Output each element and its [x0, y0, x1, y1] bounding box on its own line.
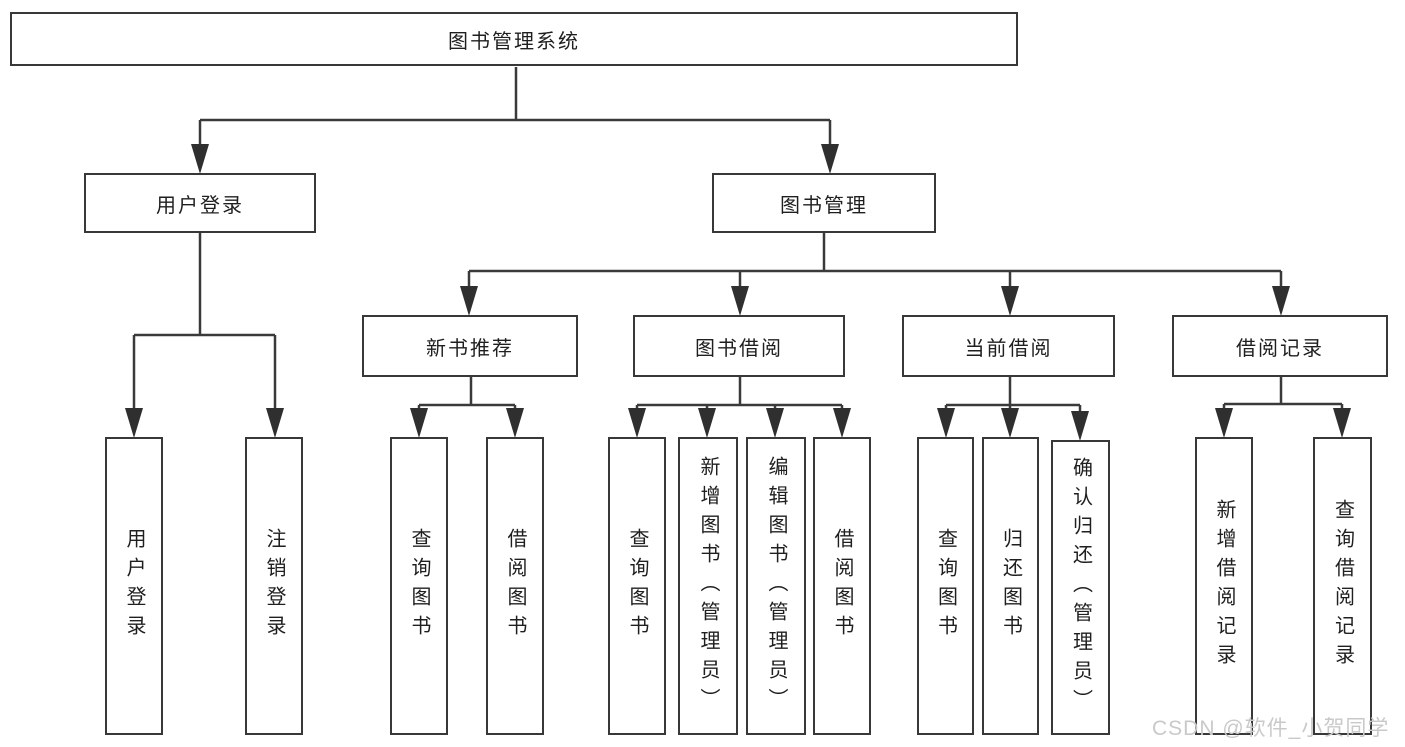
leaf-borrow-books-recommend: 借阅图书	[486, 437, 544, 735]
leaf-query-books-current: 查询图书	[917, 437, 974, 735]
node-book-management: 图书管理	[712, 173, 936, 233]
leaf-query-borrow-record: 查询借阅记录	[1313, 437, 1372, 735]
leaf-logout: 注销登录	[245, 437, 303, 735]
node-book-borrowing: 图书借阅	[633, 315, 845, 377]
watermark: CSDN @软件_小贺同学	[1152, 717, 1390, 740]
leaf-query-books-recommend: 查询图书	[390, 437, 448, 735]
leaf-query-books-borrowing: 查询图书	[608, 437, 666, 735]
leaf-user-login: 用户登录	[105, 437, 163, 735]
node-borrowing-records: 借阅记录	[1172, 315, 1388, 377]
leaf-edit-book-admin: 编辑图书（管理员）	[746, 437, 806, 735]
leaf-confirm-return-admin: 确认归还（管理员）	[1051, 440, 1110, 735]
node-user-login-branch: 用户登录	[84, 173, 316, 233]
node-book-management-system: 图书管理系统	[10, 12, 1018, 66]
leaf-add-book-admin: 新增图书（管理员）	[678, 437, 738, 735]
node-new-book-recommend: 新书推荐	[362, 315, 578, 377]
node-current-borrowing: 当前借阅	[902, 315, 1115, 377]
leaf-borrow-books-borrowing: 借阅图书	[813, 437, 871, 735]
leaf-return-books: 归还图书	[982, 437, 1039, 735]
leaf-add-borrow-record: 新增借阅记录	[1195, 437, 1253, 735]
